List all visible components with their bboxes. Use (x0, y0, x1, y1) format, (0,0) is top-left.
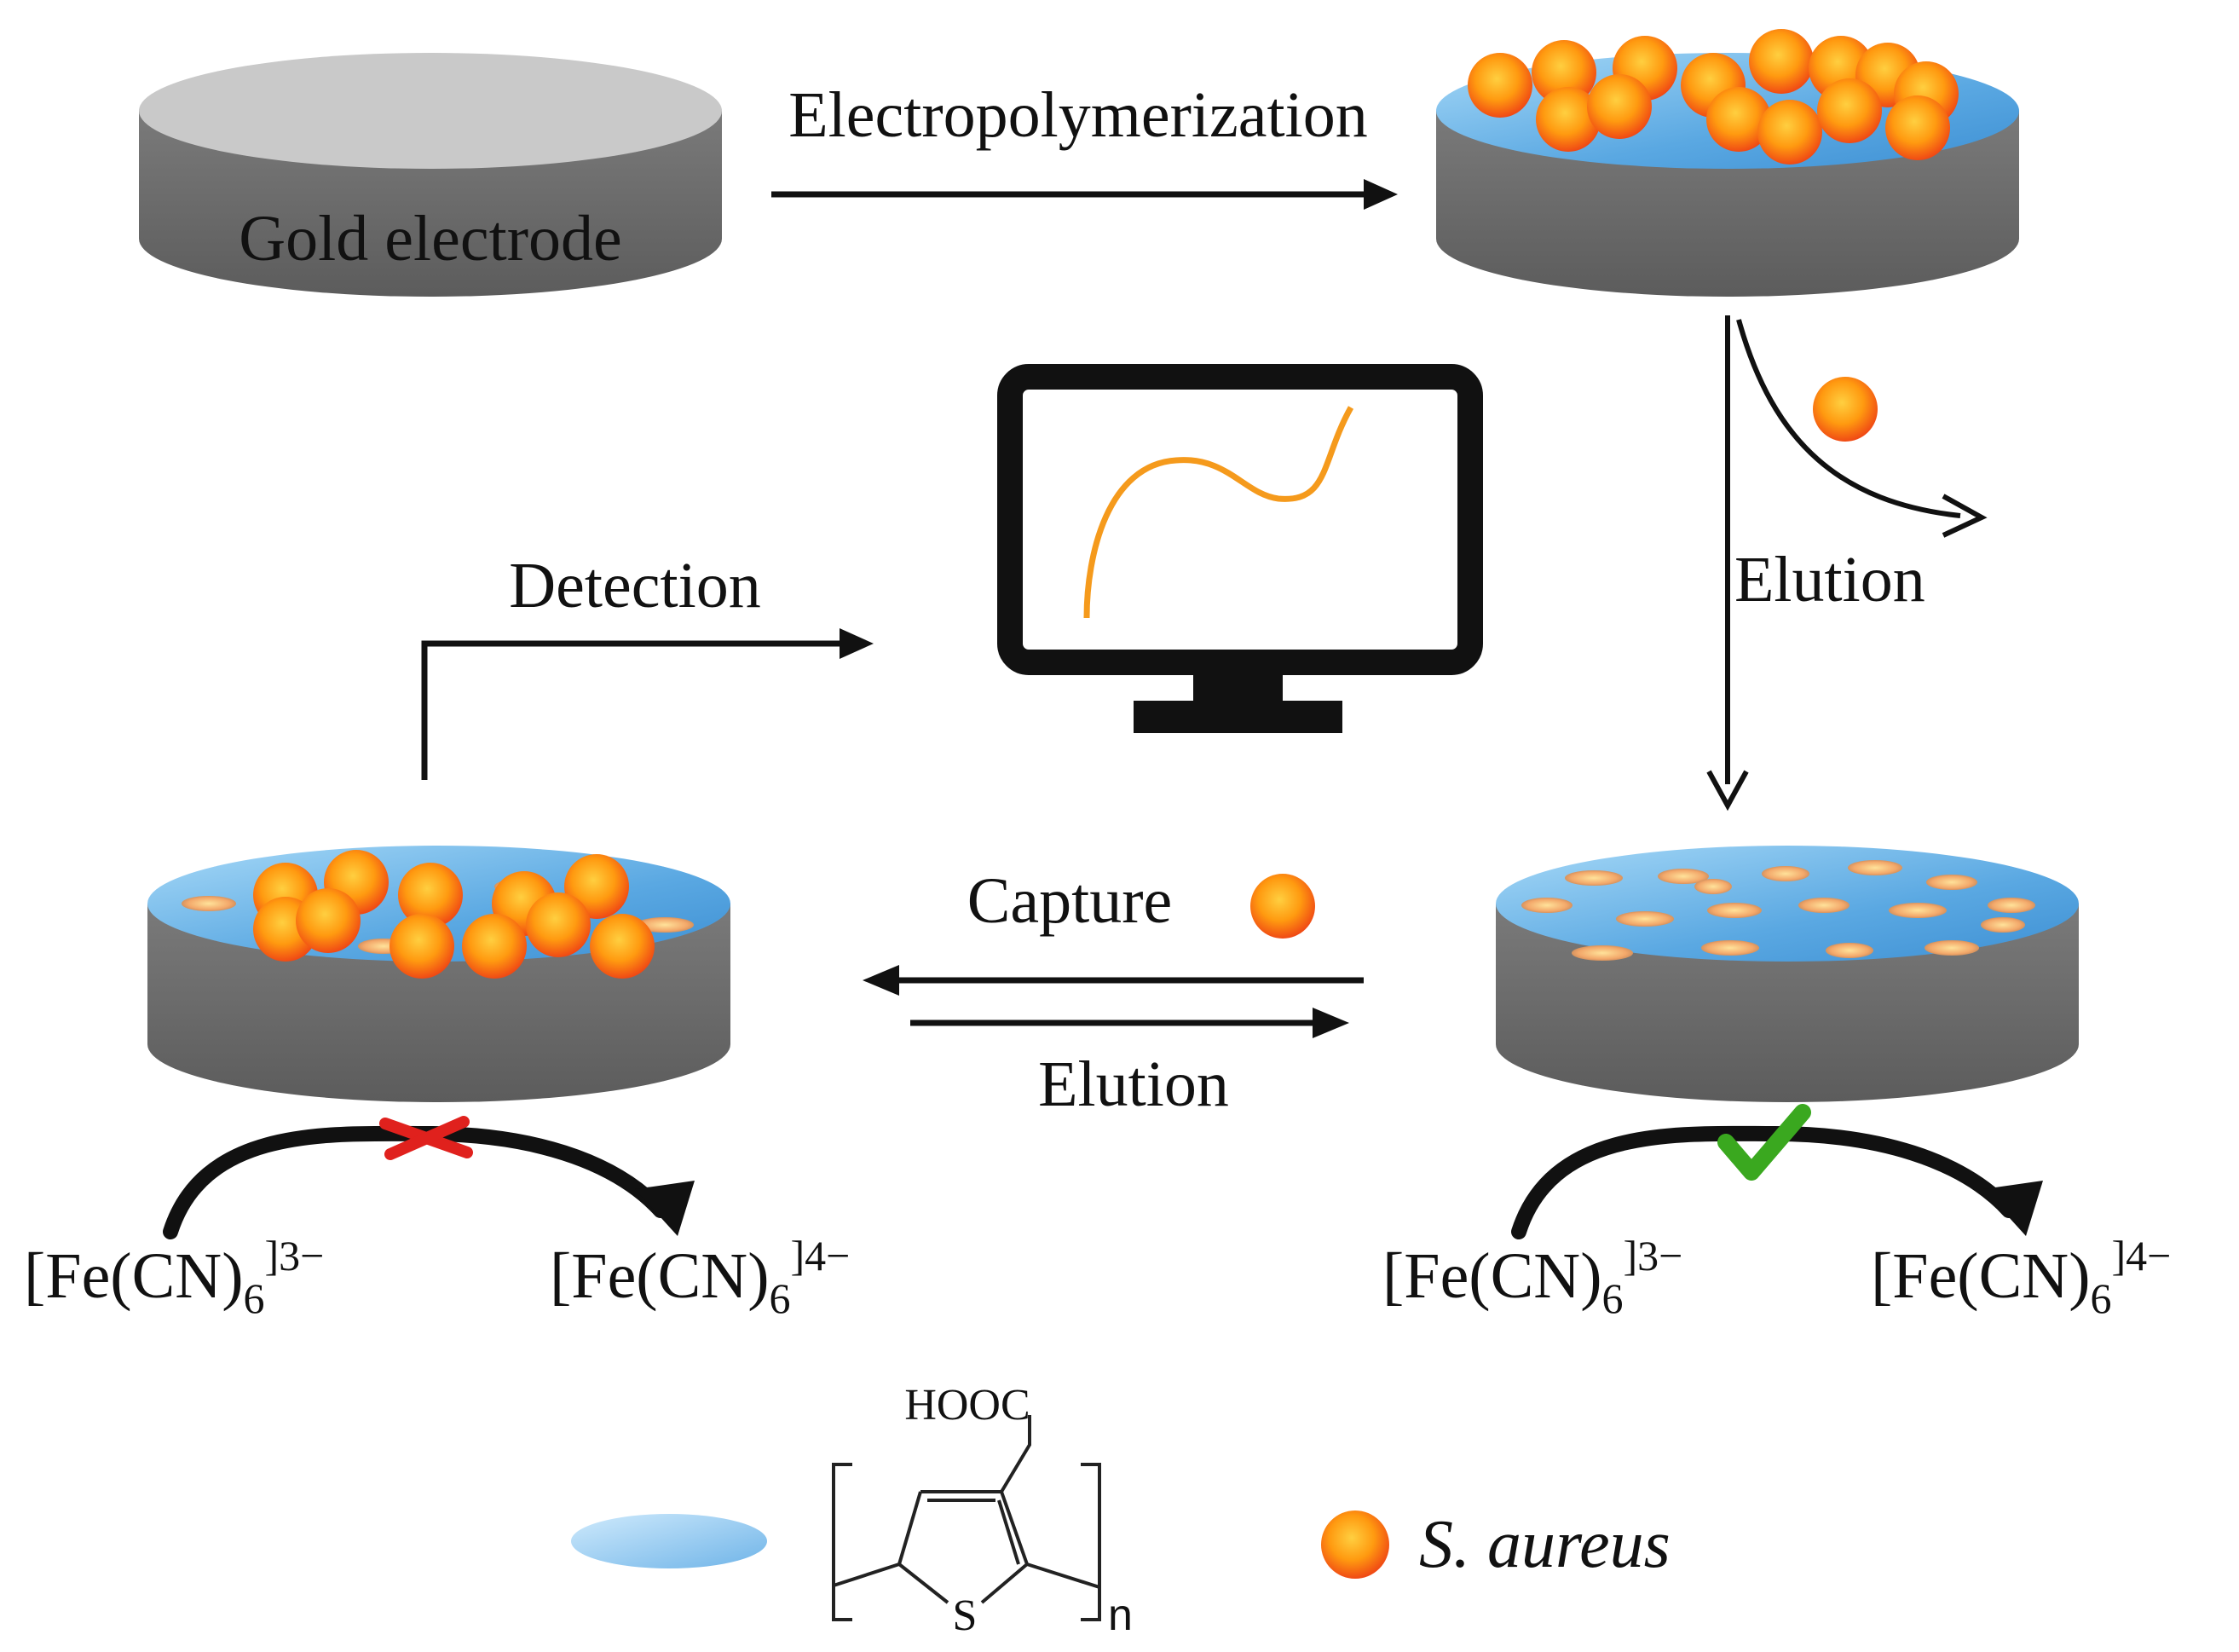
released-bacterium (1813, 377, 1878, 442)
electrode-with-bacteria (1436, 29, 2019, 297)
signal-curve (1083, 406, 1354, 619)
bacterium (390, 914, 454, 979)
bacterium (1885, 95, 1950, 160)
cross-icon (379, 1116, 473, 1160)
bacteria-cluster-top (1468, 29, 1959, 165)
bacterium (1532, 40, 1596, 105)
bacterium (1817, 78, 1882, 143)
imprint-cavity (1988, 898, 2035, 913)
bacterium (296, 888, 361, 953)
redox-left-ox: [Fe(CN)6]3− (24, 1232, 324, 1322)
bacterium (398, 863, 463, 927)
redox-right-ox: [Fe(CN)6]3− (1382, 1232, 1682, 1322)
imprint-cavity (1826, 943, 1873, 958)
elution-right-label: Elution (1734, 544, 1925, 615)
imprint-cavity (1658, 869, 1709, 884)
bacterium (1757, 100, 1822, 165)
electrode-rebound (147, 846, 730, 1102)
gold-electrode: Gold electrode (139, 53, 722, 297)
imprint-cavity (1848, 860, 1902, 875)
capture-elution-arrows: Capture Elution (863, 865, 1364, 1120)
imprint-cavity (1925, 940, 1979, 956)
electropolymerization-arrow: Electropolymerization (771, 79, 1398, 210)
bacterium (462, 914, 527, 979)
capture-label: Capture (967, 865, 1173, 937)
imprint-cavity (1981, 917, 2025, 933)
imprint-cavity (1701, 940, 1759, 956)
bacterium (1536, 87, 1601, 152)
redox-left-red: [Fe(CN)6]4− (550, 1232, 850, 1322)
imprint-cavity (1798, 898, 1849, 913)
bacteria-label: S. aureus (1419, 1507, 1671, 1582)
electrode-imprinted (1496, 846, 2079, 1102)
bacterium (526, 892, 591, 957)
detection-label: Detection (509, 550, 760, 621)
computer-monitor-icon (997, 364, 1483, 733)
cavities-right (1521, 860, 2035, 961)
electropolymerization-label: Electropolymerization (788, 79, 1368, 151)
imprint-cavity (1616, 911, 1674, 927)
polymer-sulfur: S (953, 1591, 978, 1640)
imprint-cavity (1694, 879, 1732, 894)
bacterium (1749, 29, 1814, 94)
gold-electrode-label: Gold electrode (239, 203, 621, 274)
polymer-hooc: HOOC (904, 1381, 1030, 1430)
imprint-cavity (1521, 898, 1572, 913)
polymer-structure (832, 1415, 1101, 1621)
imprint-cavity (182, 896, 236, 911)
imprint-cavity (636, 917, 694, 933)
legend: HOOC S n S. aureus (571, 1381, 1671, 1640)
bacterium (1706, 87, 1771, 152)
imprint-cavity (1565, 870, 1623, 886)
detection-arrow: Detection (421, 550, 874, 780)
imprint-cavity (1889, 903, 1947, 918)
redox-left: [Fe(CN)6]3− [Fe(CN)6]4− (24, 1116, 850, 1322)
capture-bacterium (1250, 874, 1315, 939)
imprint-cavity (1707, 903, 1762, 918)
bacterium (1587, 74, 1652, 139)
bacterium (590, 914, 655, 979)
elution-bottom-label: Elution (1038, 1048, 1229, 1120)
imprint-cavity (1572, 945, 1633, 961)
bacteria-cluster-left (253, 850, 655, 979)
redox-right-red: [Fe(CN)6]4− (1871, 1232, 2171, 1322)
polymer-film-swatch (571, 1514, 767, 1568)
polymer-repeat: n (1108, 1591, 1133, 1640)
elution-right-arrow: Elution (1706, 315, 1988, 812)
imprint-cavity (1762, 866, 1809, 881)
bacteria-swatch (1321, 1510, 1389, 1579)
redox-right: [Fe(CN)6]3− [Fe(CN)6]4− (1382, 1104, 2171, 1322)
imprint-cavity (1926, 875, 1977, 890)
check-icon (1717, 1104, 1811, 1181)
bacterium (1468, 53, 1532, 118)
